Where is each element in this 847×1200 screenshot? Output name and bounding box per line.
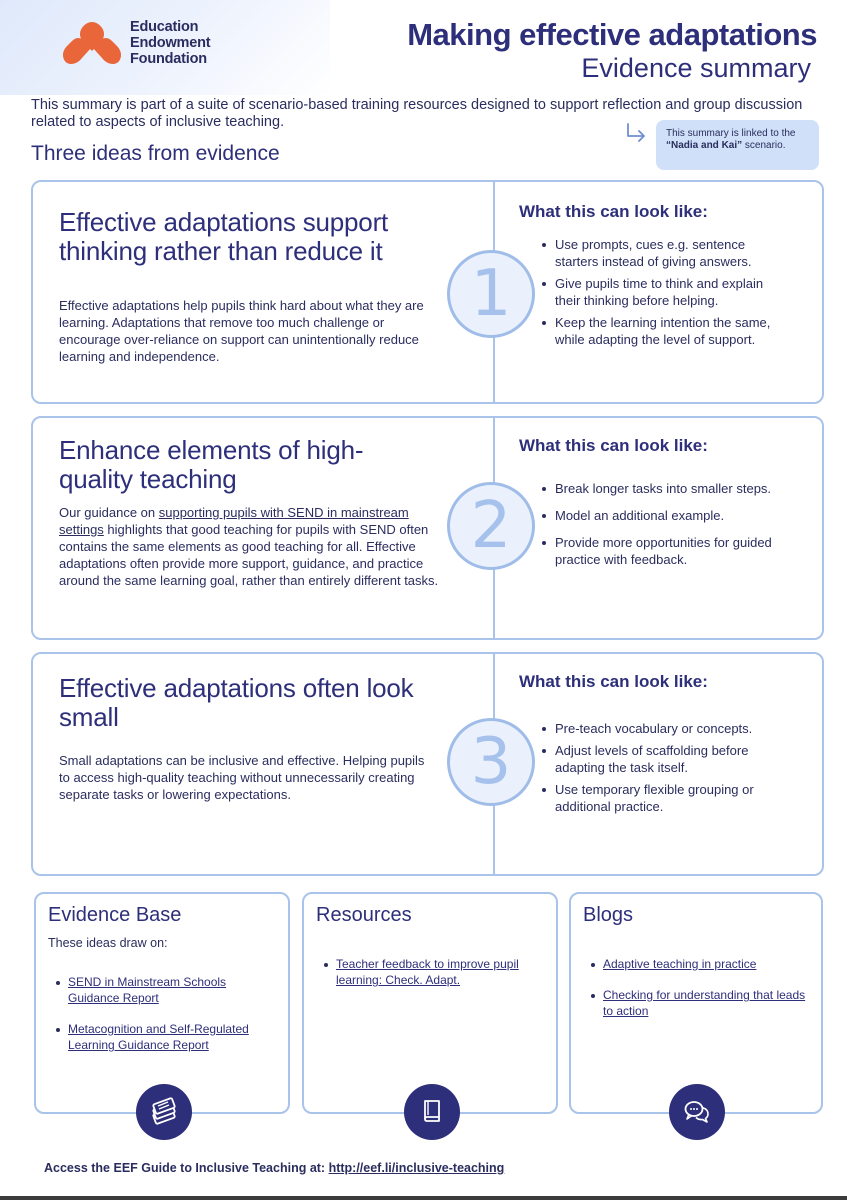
- linked-note-scenario: “Nadia and Kai”: [666, 139, 743, 151]
- idea-2-number: 2: [447, 482, 535, 570]
- idea-2-bullet-2: Model an additional example.: [542, 507, 785, 524]
- idea-2-bullet-3: Provide more opportunities for guided pr…: [542, 534, 785, 568]
- linked-note-suffix: scenario.: [742, 139, 786, 151]
- idea-3-bullets: Pre-teach vocabulary or concepts. Adjust…: [542, 720, 795, 815]
- intro-text: This summary is part of a suite of scena…: [31, 97, 803, 130]
- send-guidance-report-link[interactable]: SEND in Mainstream Schools Guidance Repo…: [56, 974, 276, 1006]
- blogs-icon-badge: [669, 1084, 725, 1140]
- metacognition-guidance-report-link[interactable]: Metacognition and Self-Regulated Learnin…: [56, 1021, 276, 1053]
- page-title: Making effective adaptations: [407, 17, 817, 52]
- idea-1-bullet-1: Use prompts, cues e.g. sentence starters…: [542, 236, 785, 270]
- logo-text: Education Endowment Foundation: [130, 19, 211, 67]
- blogs-title: Blogs: [583, 904, 634, 926]
- eef-logo[interactable]: Education Endowment Foundation: [62, 18, 211, 68]
- idea-1-bullet-3: Keep the learning intention the same, wh…: [542, 314, 785, 348]
- resources-card: Resources Teacher feedback to improve pu…: [302, 892, 558, 1140]
- section-title: Three ideas from evidence: [31, 142, 280, 165]
- idea-2-heading: Enhance elements of high-quality teachin…: [59, 435, 364, 494]
- idea-card-2: Enhance elements of high-quality teachin…: [31, 416, 824, 640]
- idea-3-heading: Effective adaptations often look small: [59, 673, 414, 732]
- idea-3-bullet-3: Use temporary flexible grouping or addit…: [542, 781, 795, 815]
- idea-3-bullet-1: Pre-teach vocabulary or concepts.: [542, 720, 795, 737]
- idea-card-3: Effective adaptations often look small S…: [31, 652, 824, 876]
- eef-logo-icon: [63, 22, 121, 64]
- checking-understanding-blog-link[interactable]: Checking for understanding that leads to…: [591, 987, 811, 1019]
- idea-1-right-heading: What this can look like:: [519, 202, 708, 221]
- idea-2-bullet-1: Break longer tasks into smaller steps.: [542, 480, 785, 497]
- page-subtitle: Evidence summary: [581, 53, 811, 83]
- inclusive-teaching-guide-link[interactable]: http://eef.li/inclusive-teaching: [328, 1161, 505, 1175]
- idea-1-bullet-2: Give pupils time to think and explain th…: [542, 275, 785, 309]
- teacher-feedback-link[interactable]: Teacher feedback to improve pupil learni…: [324, 956, 544, 988]
- idea-3-bullet-2: Adjust levels of scaffolding before adap…: [542, 742, 795, 776]
- idea-2-body: Our guidance on supporting pupils with S…: [59, 504, 439, 589]
- idea-3-body: Small adaptations can be inclusive and e…: [59, 753, 425, 802]
- idea-3-right-heading: What this can look like:: [519, 672, 708, 691]
- resources-icon-badge: [404, 1084, 460, 1140]
- adaptive-teaching-blog-link[interactable]: Adaptive teaching in practice: [591, 956, 811, 972]
- idea-1-number: 1: [447, 250, 535, 338]
- evidence-base-subtitle: These ideas draw on:: [48, 936, 168, 950]
- footer: Access the EEF Guide to Inclusive Teachi…: [44, 1161, 504, 1175]
- send-guidance-link[interactable]: supporting pupils with SEND in mainstrea…: [59, 505, 409, 537]
- blogs-card: Blogs Adaptive teaching in practice Chec…: [569, 892, 823, 1140]
- evidence-base-icon-badge: [136, 1084, 192, 1140]
- linked-note-prefix: This summary is linked to the: [666, 128, 796, 139]
- idea-2-body-suffix: highlights that good teaching for pupils…: [59, 522, 439, 588]
- header-background: [0, 0, 330, 95]
- idea-1-body: Effective adaptations help pupils think …: [59, 298, 424, 364]
- corner-arrow-icon: [627, 123, 645, 142]
- idea-2-right-heading: What this can look like:: [519, 436, 708, 455]
- blogs-links: Adaptive teaching in practice Checking f…: [591, 956, 811, 1034]
- idea-3-number: 3: [447, 718, 535, 806]
- idea-2-body-prefix: Our guidance on: [59, 505, 159, 520]
- logo-line-1: Education: [130, 19, 199, 35]
- logo-line-2: Endowment: [130, 35, 211, 51]
- resources-title: Resources: [316, 904, 412, 926]
- book-icon: [424, 1100, 440, 1122]
- evidence-base-links: SEND in Mainstream Schools Guidance Repo…: [56, 974, 276, 1068]
- idea-2-bullets: Break longer tasks into smaller steps. M…: [542, 480, 785, 568]
- idea-1-bullets: Use prompts, cues e.g. sentence starters…: [542, 236, 785, 348]
- speech-bubbles-icon: [684, 1101, 709, 1123]
- linked-scenario-note: This summary is linked to the “Nadia and…: [656, 120, 819, 170]
- document-stack-icon: [152, 1097, 176, 1125]
- title-block: Making effective adaptations Evidence su…: [407, 18, 817, 84]
- footer-text: Access the EEF Guide to Inclusive Teachi…: [44, 1161, 329, 1175]
- evidence-base-card: Evidence Base These ideas draw on: SEND …: [34, 892, 290, 1140]
- idea-card-1: Effective adaptations support thinking r…: [31, 180, 824, 404]
- idea-1-heading: Effective adaptations support thinking r…: [59, 207, 389, 266]
- logo-line-3: Foundation: [130, 51, 207, 67]
- evidence-base-title: Evidence Base: [48, 904, 182, 926]
- bottom-edge: [0, 1196, 847, 1200]
- resources-links: Teacher feedback to improve pupil learni…: [324, 956, 544, 1003]
